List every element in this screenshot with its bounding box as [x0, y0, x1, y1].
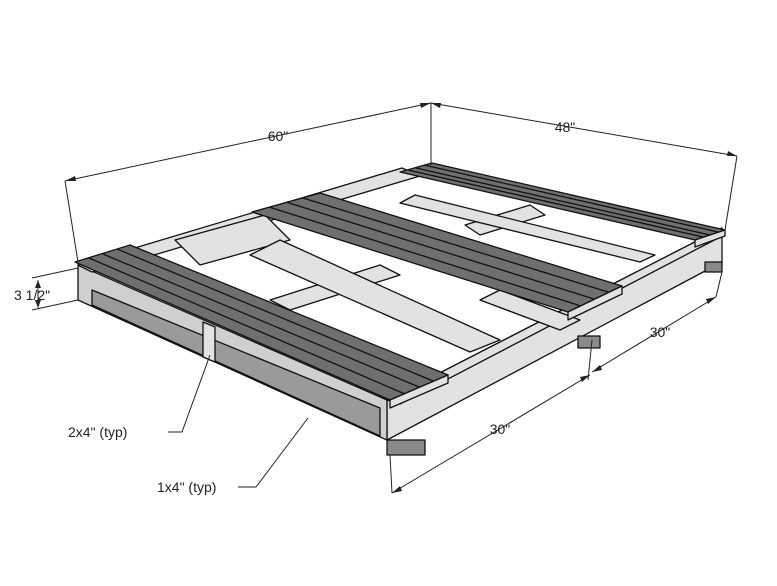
dim-half-right	[587, 271, 723, 381]
dim-half-left	[389, 374, 591, 494]
foot-right	[704, 261, 723, 273]
dim-half-right-label: 30"	[650, 324, 671, 340]
joist-f	[479, 289, 581, 331]
dim-width	[430, 102, 738, 231]
joist-e	[399, 194, 656, 263]
slat-group-far	[399, 162, 726, 248]
dim-width-label: 48"	[555, 119, 576, 135]
slat-group-middle	[251, 192, 623, 321]
front-block	[202, 321, 216, 363]
joist-a	[174, 214, 291, 266]
callout-framing-leader	[168, 354, 211, 433]
slat-group-near	[74, 244, 449, 409]
foot-front	[386, 439, 426, 456]
dim-half-left-label: 30"	[490, 421, 511, 437]
dim-height-label: 3 1/2"	[14, 287, 50, 303]
frame-front-opening	[91, 289, 381, 437]
joist-d	[249, 239, 501, 353]
callout-slats-leader	[238, 417, 309, 488]
callout-framing-label: 2x4" (typ)	[68, 424, 127, 440]
dim-length	[64, 102, 432, 263]
dim-length-label: 60"	[268, 128, 289, 144]
dim-height	[31, 267, 79, 311]
callout-slats-label: 1x4" (typ)	[157, 479, 216, 495]
foot-middle	[577, 335, 601, 349]
